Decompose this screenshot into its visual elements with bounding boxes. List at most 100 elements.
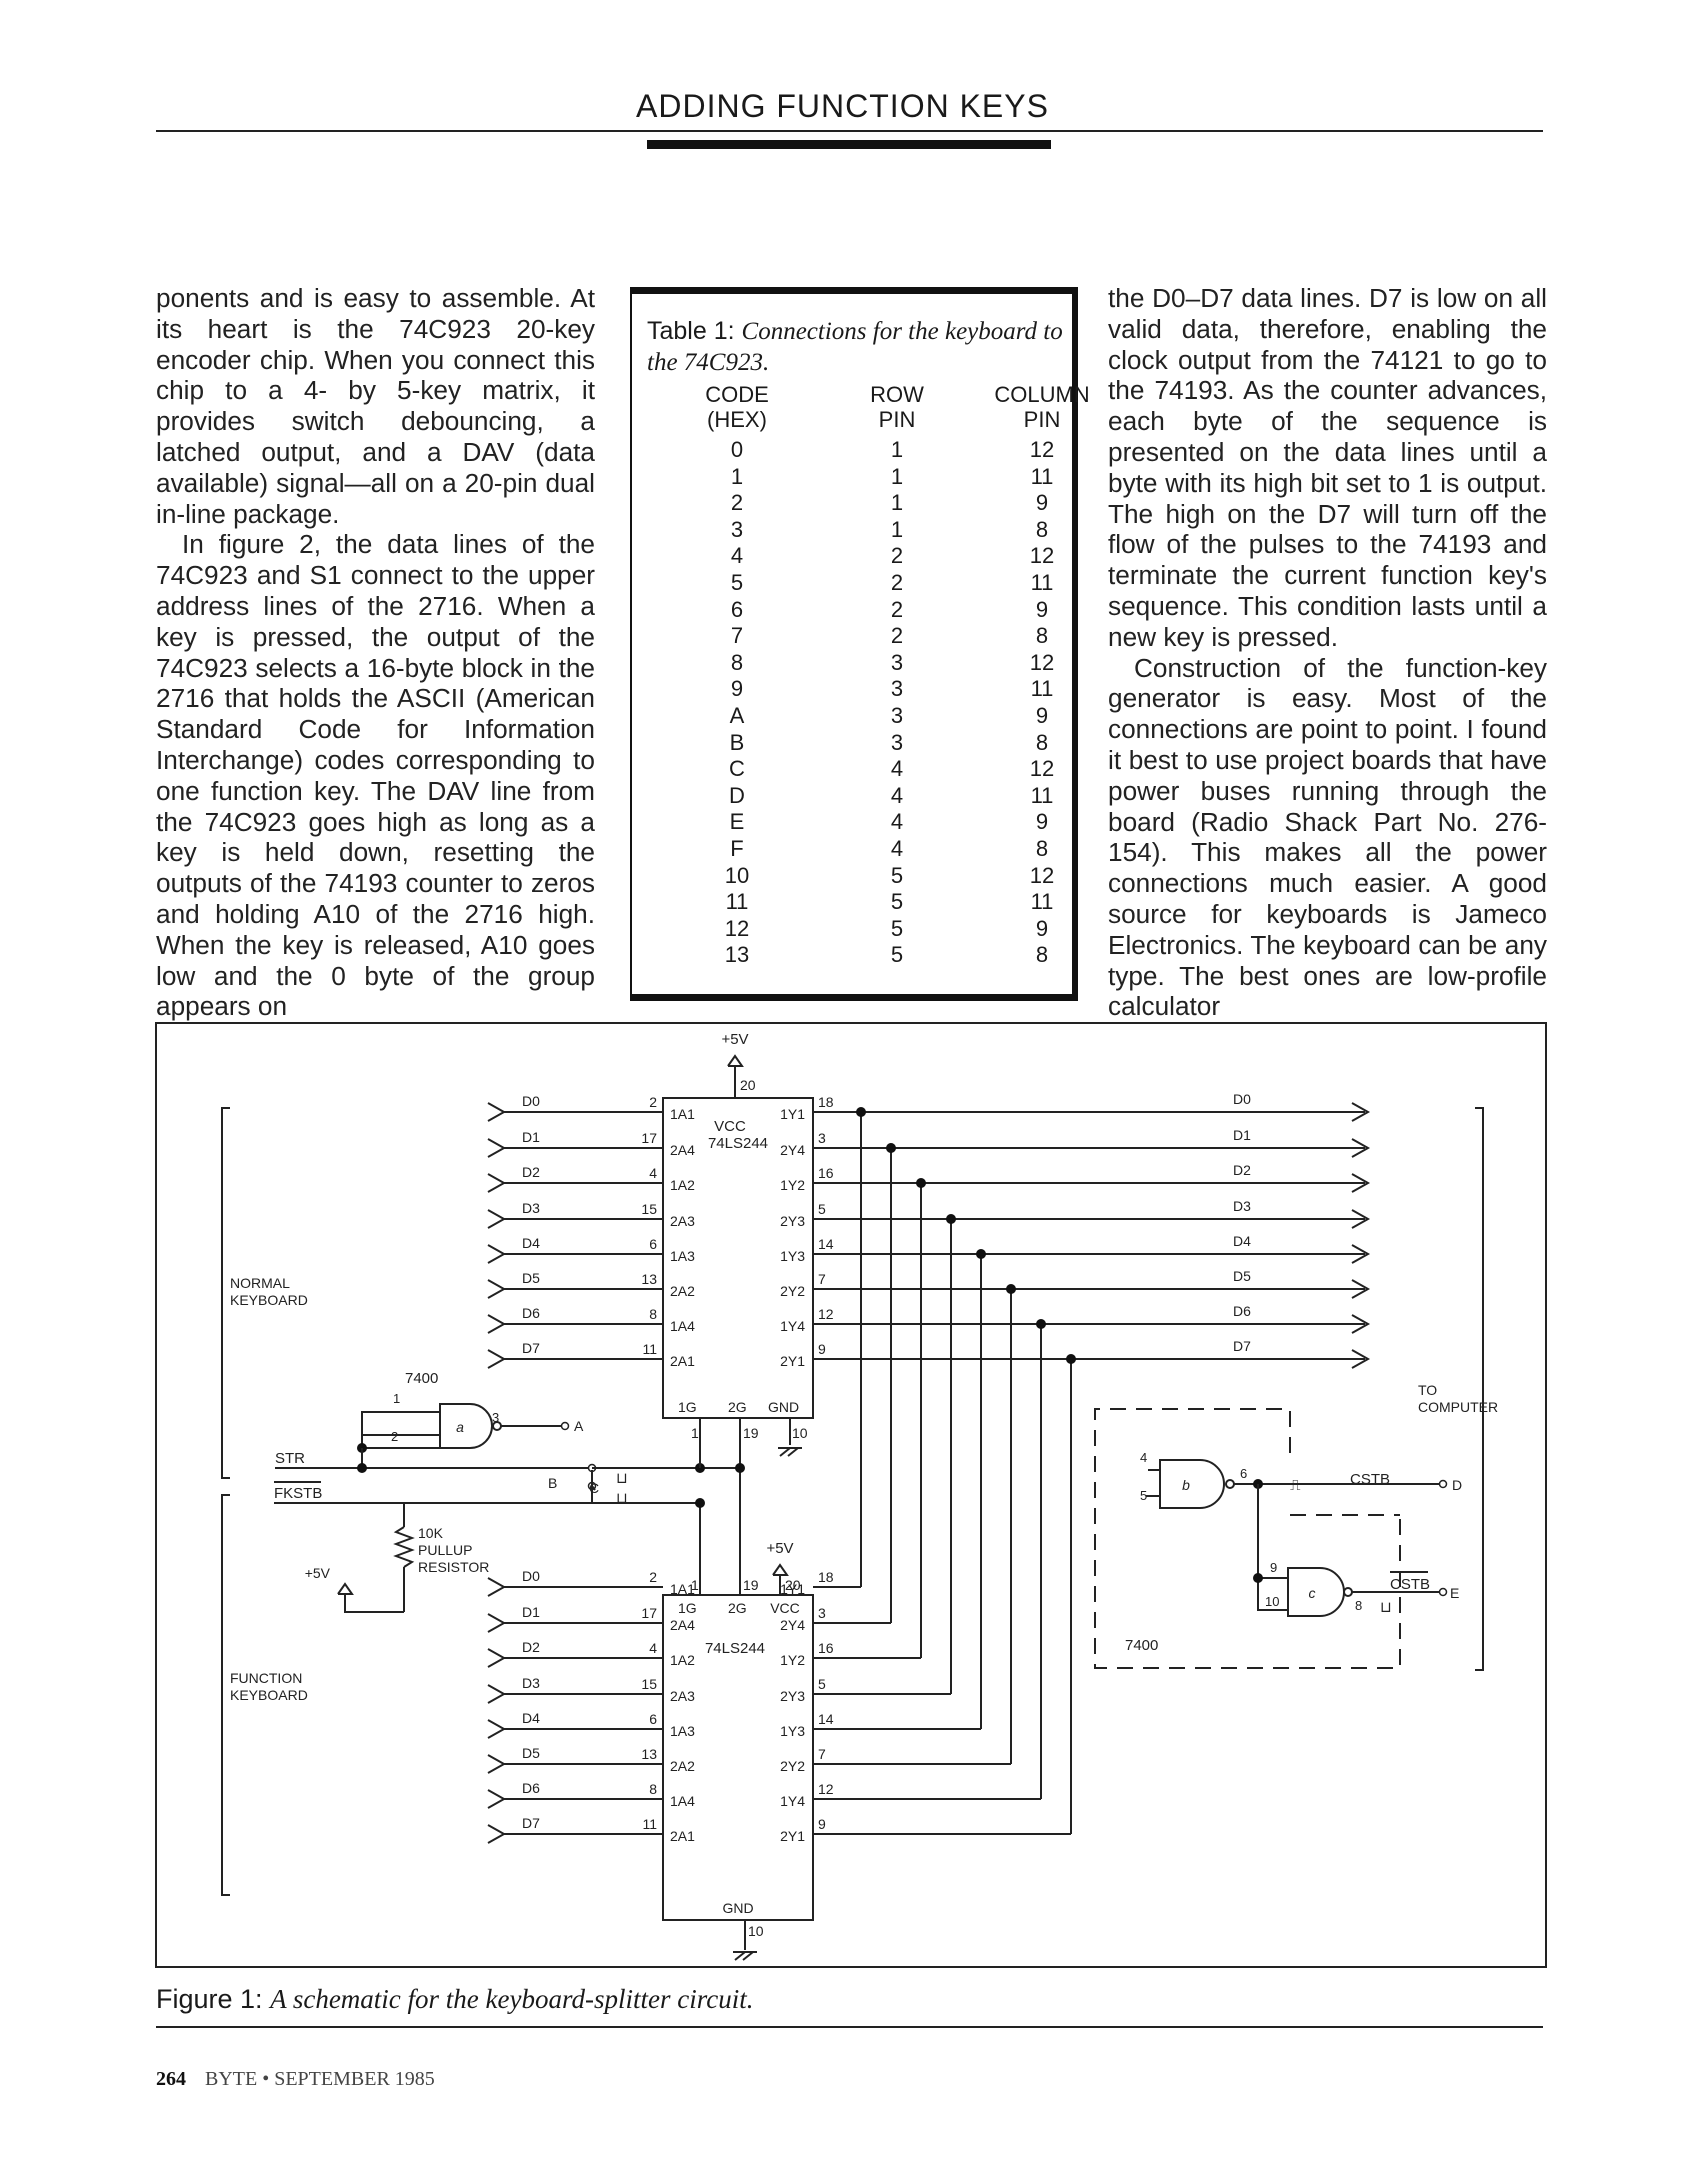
table-cell: 11 [1030, 889, 1054, 915]
pin-number: 19 [743, 1577, 759, 1593]
to-computer-label: TO [1418, 1382, 1437, 1398]
output-line-label: D1 [1233, 1127, 1251, 1143]
page-header-title: ADDING FUNCTION KEYS [636, 88, 1049, 124]
table-cell: E [729, 809, 745, 835]
pin-number: 20 [740, 1077, 756, 1093]
gate-input-wire [361, 1411, 440, 1449]
table-cell: 10 [724, 862, 750, 888]
table-cell: 3 [890, 729, 904, 755]
terminal-node [1438, 1479, 1448, 1489]
table-cell: 12 [1029, 756, 1055, 782]
power-label: +5V [305, 1565, 331, 1581]
chip-pin-label: 1A2 [670, 1652, 695, 1668]
table-cell: 6 [730, 596, 744, 622]
pin-number: 17 [641, 1605, 657, 1621]
pin-number: 10 [1265, 1594, 1279, 1609]
chip-pin-label: 2A3 [670, 1213, 695, 1229]
input-arrow [487, 1719, 507, 1739]
chip-pin-label: 2Y4 [780, 1617, 805, 1633]
power-arrow-icon [727, 1054, 744, 1067]
paragraph: Construction of the function-key generat… [1108, 652, 1547, 1022]
to-computer-label: COMPUTER [1418, 1399, 1498, 1415]
table-cell: 13 [724, 942, 750, 968]
table-cell: D [729, 782, 745, 808]
chip-pin-label: 2A2 [670, 1283, 695, 1299]
gate-label: b [1182, 1477, 1190, 1493]
pin-number: 1 [691, 1577, 699, 1593]
pin-number: 12 [818, 1306, 834, 1322]
table-cell: 2 [730, 490, 744, 516]
chip-pin-label: 2A2 [670, 1758, 695, 1774]
figure-frame [155, 1022, 1547, 1968]
nand-gate-c [1287, 1567, 1345, 1617]
table-cell: 12 [1029, 649, 1055, 675]
junction-dot [695, 1498, 705, 1508]
junction-dot [1253, 1573, 1263, 1583]
chip-pin-label: 1Y3 [780, 1723, 805, 1739]
bracket [221, 1107, 230, 1479]
terminal-node [1438, 1587, 1448, 1597]
signal-label: FKSTB [274, 1485, 322, 1502]
header-rule [156, 130, 1543, 132]
table-cell: 11 [725, 889, 749, 915]
chip-pin-label: 1Y2 [780, 1177, 805, 1193]
dashed-box [1094, 1430, 1401, 1669]
chip-pin-label: 2Y2 [780, 1283, 805, 1299]
keyboard-label: FUNCTION [230, 1670, 302, 1686]
chip-pin-label: VCC [714, 1118, 746, 1135]
ground-icon [734, 1951, 746, 1961]
table-cell: 11 [1030, 676, 1054, 702]
chip-pin-label: 1A1 [670, 1106, 695, 1122]
pin-number: 14 [818, 1711, 834, 1727]
pin-number: 18 [818, 1569, 834, 1585]
text-column-right: the D0–D7 data lines. D7 is low on all v… [1108, 283, 1547, 1022]
output-line-label: D6 [1233, 1303, 1251, 1319]
table-cell: 4 [890, 809, 904, 835]
output-arrow [1351, 1173, 1371, 1193]
table-cell: 2 [890, 543, 904, 569]
table-cell: 8 [1035, 942, 1049, 968]
input-arrow [487, 1102, 507, 1122]
data-line-label: D4 [522, 1710, 540, 1726]
input-arrow [487, 1279, 507, 1299]
pulse-icon: ⊔ [616, 1470, 628, 1487]
output-line-label: D4 [1233, 1233, 1251, 1249]
table-cell: 8 [1035, 729, 1049, 755]
table-cell: 12 [1029, 543, 1055, 569]
node-label: C [589, 1480, 599, 1496]
table-cell: 11 [1030, 570, 1054, 595]
terminal-node [560, 1421, 570, 1431]
output-line-label: D5 [1233, 1268, 1251, 1284]
pin-number: 5 [818, 1201, 826, 1217]
input-arrow [487, 1173, 507, 1193]
table-cell: 5 [890, 942, 904, 968]
junction-dot [357, 1463, 367, 1473]
data-line-label: D6 [522, 1305, 540, 1321]
table-cell: 4 [890, 836, 904, 861]
chip-pin-label: 2A1 [670, 1828, 695, 1844]
pulse-icon: ⊔ [1380, 1599, 1392, 1616]
chip-pin-label: 1Y4 [780, 1793, 805, 1809]
figure-label: Figure 1: [156, 1984, 263, 2014]
output-line-label: D7 [1233, 1338, 1251, 1354]
output-arrow [1351, 1244, 1371, 1264]
pin-number: 4 [649, 1640, 657, 1656]
table-cell: 9 [1035, 703, 1049, 728]
input-arrow [487, 1824, 507, 1844]
bracket [221, 1494, 230, 1896]
input-arrow [487, 1209, 507, 1229]
input-arrow [487, 1314, 507, 1334]
table-label: Table 1: [647, 317, 735, 345]
table-caption: Connections for the keyboard to the 74C9… [647, 318, 1063, 376]
table-cell: 9 [1035, 915, 1049, 941]
input-arrow [487, 1684, 507, 1704]
ground-icon [787, 1447, 799, 1457]
output-arrow [1351, 1279, 1371, 1299]
node-label: D [1452, 1477, 1462, 1493]
input-arrow [487, 1349, 507, 1369]
pin-number: 19 [743, 1425, 759, 1441]
chip-74ls244-lower [662, 1594, 814, 1921]
table-cell: F [730, 836, 744, 861]
chip-pin-label: 1A4 [670, 1318, 695, 1334]
power-arrow-icon [337, 1582, 354, 1595]
